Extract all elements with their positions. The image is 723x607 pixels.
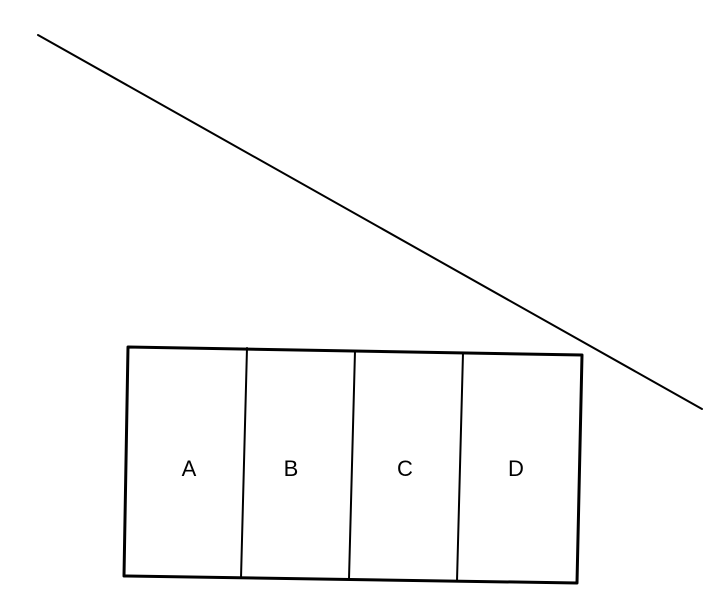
compartment-label-a: A	[182, 456, 197, 481]
divider-c-d	[456, 352, 464, 582]
divider-a-b	[240, 347, 248, 579]
diagonal-line	[37, 34, 703, 410]
compartment-label-d: D	[508, 456, 524, 481]
compartment-label-c: C	[397, 456, 413, 481]
divider-b-c	[348, 350, 356, 580]
compartment-label-b: B	[284, 456, 299, 481]
outer-box	[122, 345, 584, 585]
